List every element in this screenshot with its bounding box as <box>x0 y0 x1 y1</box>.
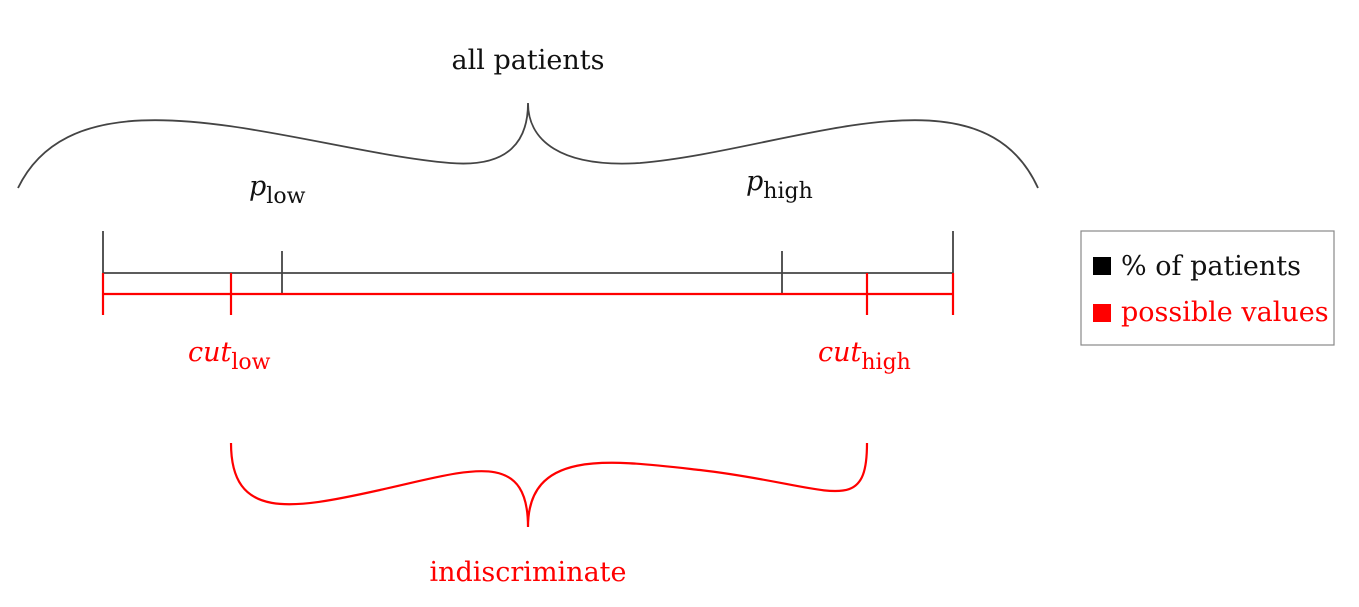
cut-high-label: cuthigh <box>818 337 911 375</box>
top-brace <box>17 102 1039 189</box>
cut-low-label: cutlow <box>188 337 271 375</box>
legend-label-patients: % of patients <box>1121 251 1301 282</box>
legend-swatch-values <box>1093 304 1111 322</box>
cut-low-base: cut <box>188 337 232 368</box>
cut-high-base: cut <box>818 337 862 368</box>
p-high-sub: high <box>763 179 812 204</box>
legend-label-values: possible values <box>1121 297 1329 328</box>
p-low-base: p <box>249 171 266 202</box>
cut-high-sub: high <box>861 350 910 375</box>
bottom-brace <box>229 442 869 528</box>
legend: % of patients possible values <box>1080 230 1335 346</box>
p-high-base: p <box>746 166 763 197</box>
p-high-label: phigh <box>746 166 813 204</box>
cut-low-sub: low <box>231 350 270 375</box>
p-low-sub: low <box>266 184 305 209</box>
legend-swatch-patients <box>1093 257 1111 275</box>
p-low-label: plow <box>249 171 306 209</box>
legend-box <box>1080 230 1335 346</box>
bottom-brace-label: indiscriminate <box>429 557 626 588</box>
top-brace-label: all patients <box>452 45 605 76</box>
